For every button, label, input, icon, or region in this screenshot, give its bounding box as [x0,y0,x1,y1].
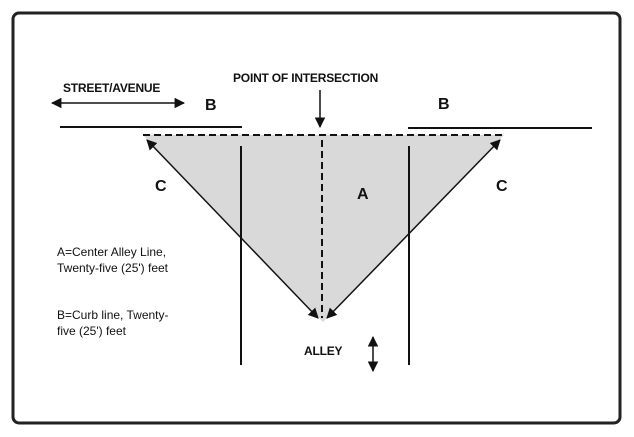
legend-b: B=Curb line, Twenty- five (25') feet [57,307,247,339]
legend-b-line1: B=Curb line, Twenty- [57,308,169,322]
alley-label: ALLEY [304,344,343,358]
point-of-intersection-label: POINT OF INTERSECTION [233,71,379,85]
segment-b-right-label: B [438,96,450,113]
legend-a-line2: Twenty-five (25') feet [57,261,168,275]
sight-line-right-arrow [326,139,501,319]
legend-a-line1: A=Center Alley Line, [57,245,167,259]
segment-c-left-label: C [155,178,167,195]
street-avenue-label: STREET/AVENUE [63,81,161,95]
sight-line-left-arrow [146,139,319,319]
legend-b-line2: five (25') feet [57,324,126,338]
segment-a-label: A [357,186,369,203]
legend-a: A=Center Alley Line, Twenty-five (25') f… [57,244,247,276]
segment-b-left-label: B [205,97,217,114]
segment-c-right-label: C [496,178,508,195]
sight-triangle [143,135,504,322]
diagram-frame [11,11,622,425]
